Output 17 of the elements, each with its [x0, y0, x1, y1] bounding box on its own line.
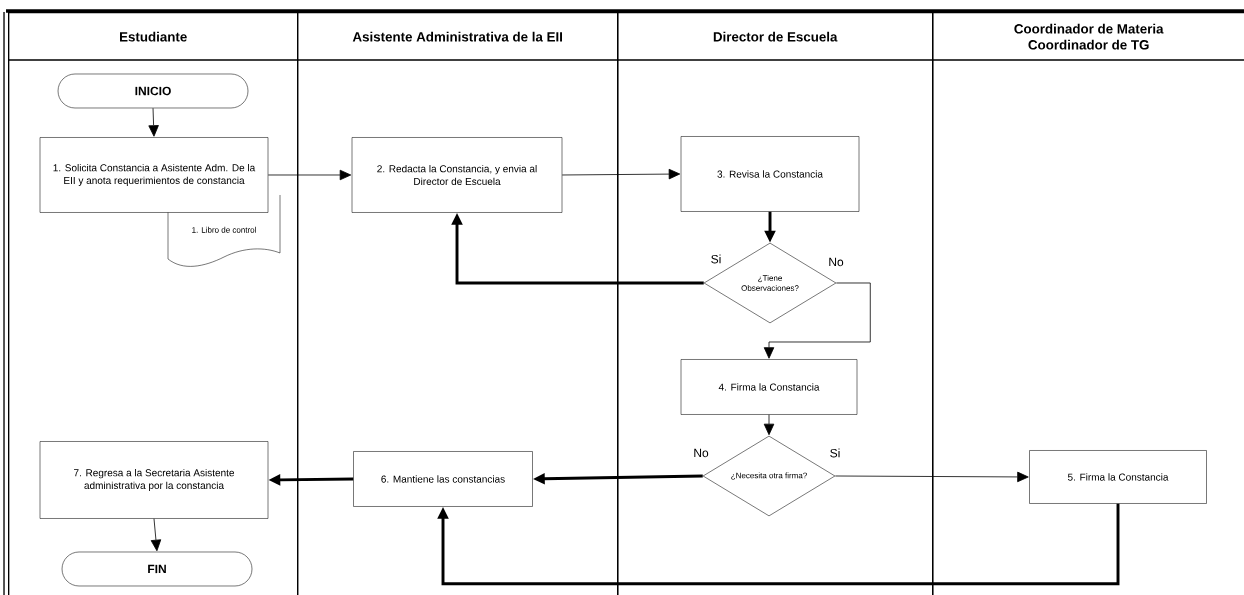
terminator: INICIO: [57, 73, 249, 109]
process-box: 7. Regresa a la Secretaria Asistente administrativa por la constancia: [39, 441, 269, 519]
arrow: [437, 503, 1120, 586]
process-box: 3. Revisa la Constancia: [680, 136, 860, 212]
arrow: [763, 414, 775, 436]
arrow: [267, 169, 352, 181]
arrow: [150, 518, 162, 552]
process-box: 5. Firma la Constancia: [1029, 450, 1207, 504]
arrow: [561, 168, 681, 180]
arrow: [834, 471, 1029, 483]
process-box: 2. Redacta la Constancia, y envia al Director de Escuela: [351, 137, 563, 213]
terminator: FIN: [61, 551, 253, 587]
process-box: 4. Firma la Constancia: [680, 359, 858, 415]
arrow: [148, 107, 159, 137]
edge-label: Si: [709, 253, 723, 265]
arrow: [763, 282, 871, 359]
process-box: 6. Mantiene las constancias: [353, 451, 533, 507]
